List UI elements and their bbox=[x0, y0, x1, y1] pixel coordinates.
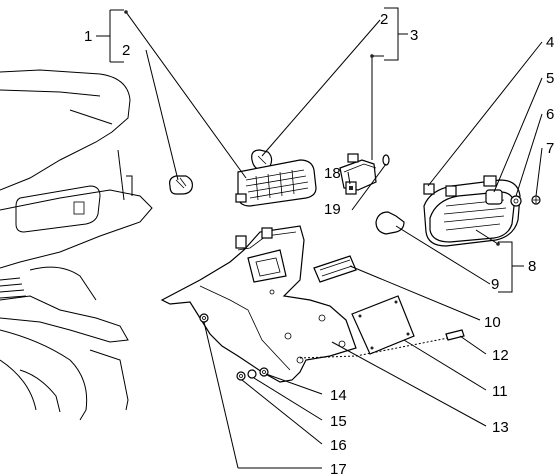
screw-12 bbox=[445, 329, 465, 341]
nut-16 bbox=[236, 371, 246, 381]
lamp-holder-5 bbox=[485, 189, 503, 205]
license-plate-holder-11 bbox=[351, 295, 415, 355]
callout-17: 17 bbox=[330, 461, 347, 476]
callout-11: 11 bbox=[492, 383, 508, 400]
callout-12: 12 bbox=[492, 347, 509, 364]
reflector-10 bbox=[313, 255, 357, 283]
leader-lines bbox=[96, 7, 543, 469]
callout-7: 7 bbox=[546, 140, 554, 157]
callout-15: 15 bbox=[330, 413, 347, 430]
grommet-6 bbox=[510, 195, 522, 207]
callout-16: 16 bbox=[330, 437, 347, 454]
scooter-body bbox=[0, 69, 153, 421]
nut-15 bbox=[247, 369, 257, 379]
callout-18: 18 bbox=[324, 165, 341, 182]
callout-2-top: 2 bbox=[380, 11, 388, 28]
rear-fairing bbox=[160, 225, 357, 383]
callout-19: 19 bbox=[324, 201, 341, 218]
bulb-9 bbox=[375, 211, 405, 235]
callout-1: 1 bbox=[84, 28, 92, 45]
callout-labels: 1 2 2 3 4 5 6 7 8 9 10 11 12 13 14 15 16… bbox=[84, 11, 554, 476]
callout-6: 6 bbox=[546, 106, 554, 123]
callout-5: 5 bbox=[546, 70, 554, 87]
callout-10: 10 bbox=[484, 314, 501, 331]
callout-2-left: 2 bbox=[122, 42, 130, 59]
screw-19 bbox=[382, 154, 390, 166]
dash-lamp-block bbox=[235, 159, 317, 207]
bulb-left bbox=[169, 175, 193, 195]
callout-9: 9 bbox=[491, 276, 499, 293]
callout-8: 8 bbox=[528, 258, 536, 275]
tail-lamp bbox=[423, 175, 521, 247]
nut-17 bbox=[199, 313, 209, 323]
bulb-top bbox=[251, 149, 273, 171]
callout-3: 3 bbox=[410, 27, 418, 44]
callout-14: 14 bbox=[330, 387, 347, 404]
callout-4: 4 bbox=[546, 34, 554, 51]
callout-13: 13 bbox=[492, 419, 509, 436]
screw-7 bbox=[531, 195, 541, 205]
clip-18 bbox=[345, 181, 357, 195]
